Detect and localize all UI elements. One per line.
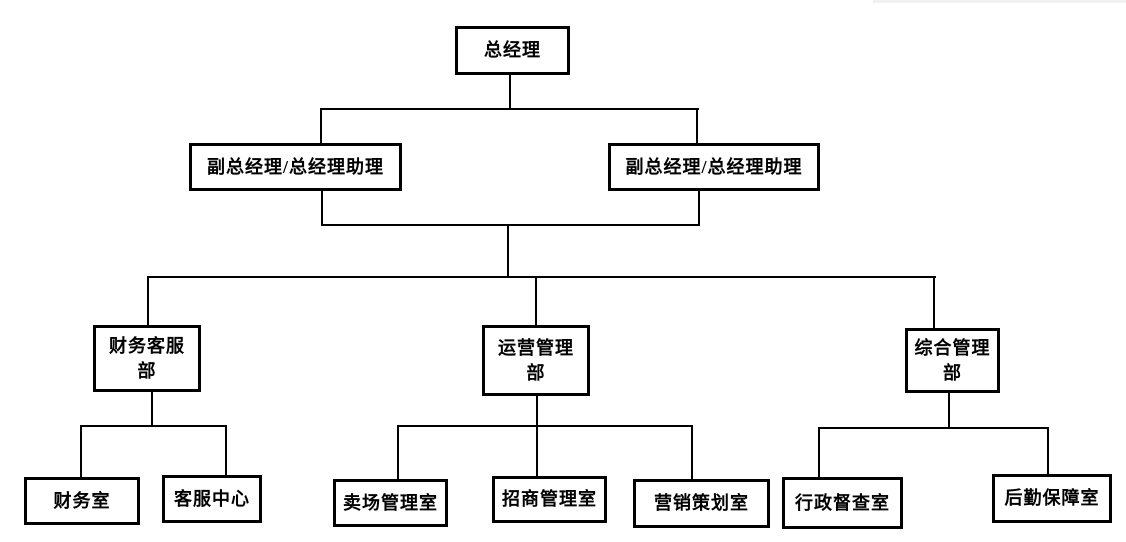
node-dept-finance-service: 财务客服 部	[93, 325, 201, 392]
connector-office-logistics-drop	[1047, 427, 1049, 475]
node-dept-general-admin: 综合管理 部	[905, 328, 1000, 393]
connector-deputy-right-down	[698, 190, 700, 226]
connector-level3-horizontal	[147, 276, 936, 278]
node-office-logistics-support-label: 后勤保障室	[1004, 488, 1100, 509]
connector-office-marketing-drop	[691, 425, 693, 480]
node-office-finance: 财务室	[24, 477, 140, 525]
node-office-admin-supervision: 行政督查室	[782, 477, 903, 529]
page-edge-strip	[873, 0, 1126, 3]
node-office-logistics-support: 后勤保障室	[992, 474, 1112, 523]
connector-office-finance-drop	[80, 425, 82, 478]
connector-office-store-drop	[397, 425, 399, 480]
node-deputy-gm-left: 副总经理/总经理助理	[189, 143, 402, 191]
node-office-marketing-planning-label: 营销策划室	[654, 493, 749, 514]
connector-finance-horizontal	[80, 425, 227, 427]
connector-level2-horizontal	[321, 108, 699, 110]
node-office-merchant-mgmt: 招商管理室	[492, 476, 607, 523]
connector-gm-down	[509, 74, 511, 110]
connector-office-cs-drop	[225, 425, 227, 476]
node-dept-operations-label: 运营管理 部	[498, 338, 574, 383]
connector-mid-vertical	[507, 224, 509, 278]
connector-finance-down	[151, 391, 153, 427]
node-office-customer-service: 客服中心	[162, 475, 262, 523]
connector-general-down	[948, 392, 950, 429]
connector-office-admin-drop	[818, 427, 820, 478]
connector-deputy-right-drop	[696, 108, 698, 144]
node-office-customer-service-label: 客服中心	[174, 488, 250, 509]
node-deputy-gm-left-label: 副总经理/总经理助理	[206, 156, 384, 177]
node-general-manager: 总经理	[455, 26, 570, 75]
connector-deputy-left-drop	[320, 108, 322, 144]
node-general-manager-label: 总经理	[484, 40, 541, 61]
node-deputy-gm-right-label: 副总经理/总经理助理	[625, 156, 803, 177]
connector-dept-ops-drop	[535, 276, 537, 326]
connector-mid-horizontal	[321, 224, 700, 226]
connector-ops-down-through	[536, 395, 538, 477]
node-dept-finance-service-label: 财务客服 部	[109, 336, 185, 381]
node-office-store-management: 卖场管理室	[333, 479, 448, 527]
node-office-marketing-planning: 营销策划室	[633, 479, 770, 528]
connector-general-horizontal	[818, 427, 1049, 429]
node-dept-operations: 运营管理 部	[482, 325, 590, 396]
node-dept-general-admin-label: 综合管理 部	[914, 338, 991, 383]
node-office-merchant-mgmt-label: 招商管理室	[502, 489, 597, 510]
node-office-store-management-label: 卖场管理室	[343, 492, 438, 513]
connector-deputy-left-down	[321, 190, 323, 226]
connector-dept-finance-drop	[147, 276, 149, 326]
node-deputy-gm-right: 副总经理/总经理助理	[608, 143, 820, 191]
node-office-admin-supervision-label: 行政督查室	[795, 492, 890, 513]
connector-dept-general-drop	[933, 276, 935, 329]
node-office-finance-label: 财务室	[53, 490, 111, 511]
connector-ops-horizontal	[397, 425, 692, 427]
